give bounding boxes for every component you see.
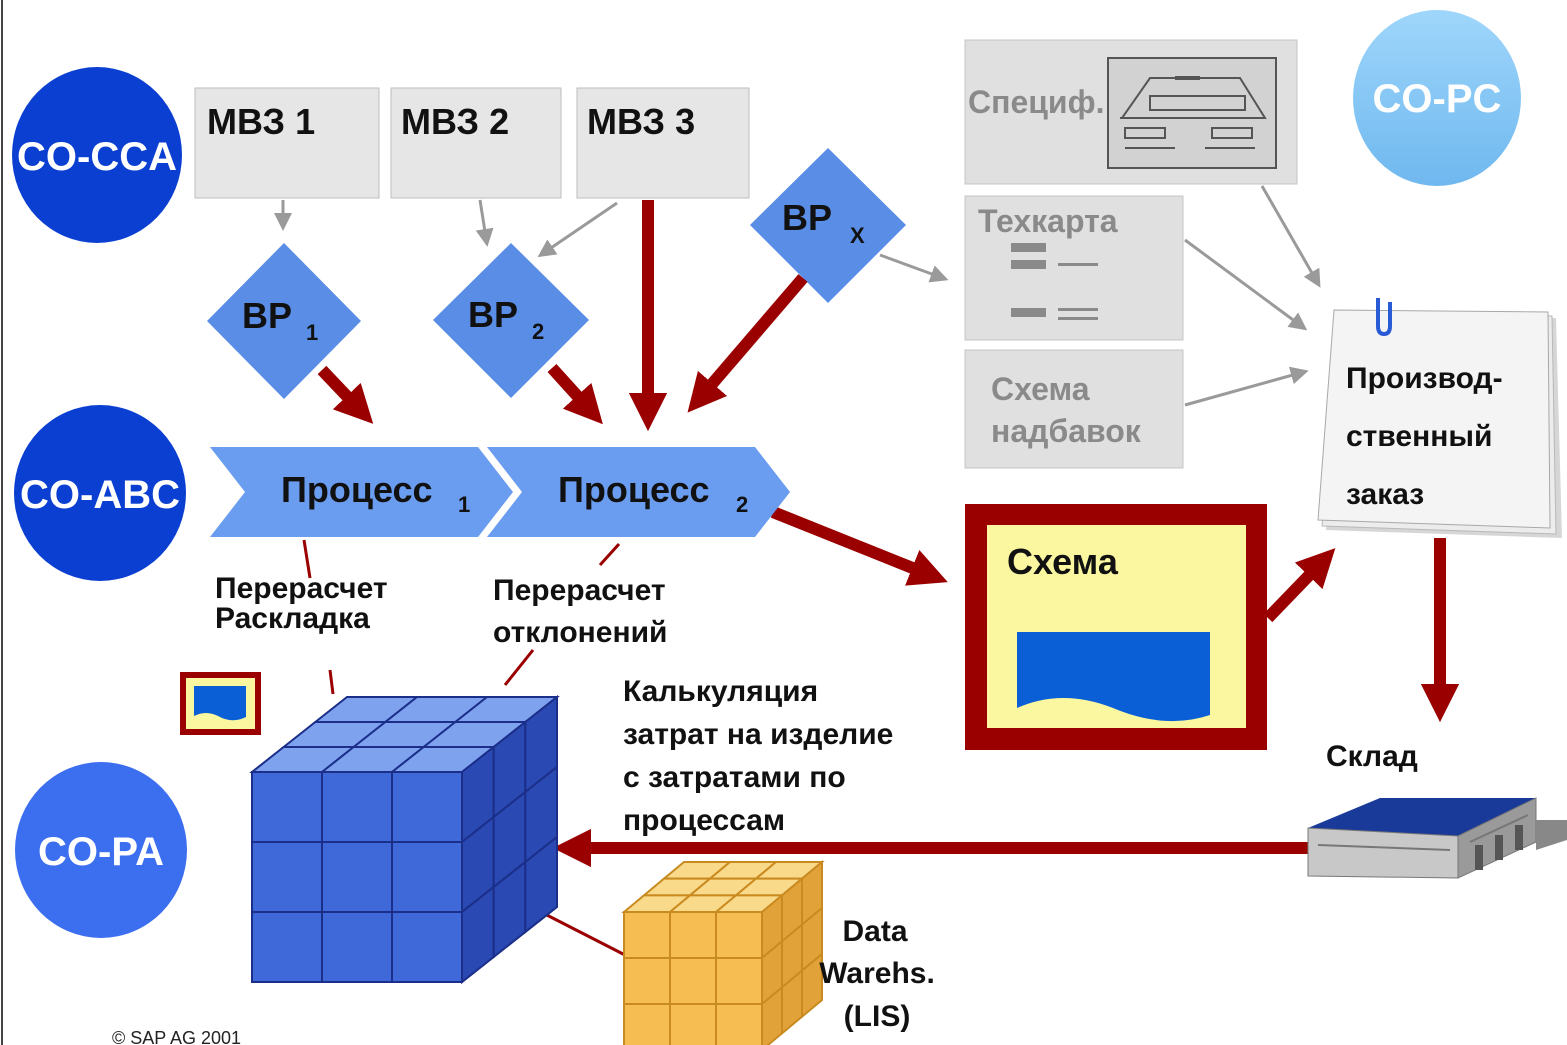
cube-side-cell [801, 951, 823, 1019]
warehouse-label: Склад [1326, 740, 1418, 773]
cube-front-cell [623, 957, 671, 1005]
svg-text:Warehs.: Warehs. [819, 957, 935, 990]
cube-front-cell [623, 911, 671, 959]
process-1: Процесс 1 [210, 447, 513, 537]
grey-arrows [274, 185, 1321, 407]
costing-label: Калькуляция затрат на изделие с затратам… [623, 675, 893, 837]
spec-drawing-icon [1107, 57, 1277, 169]
svg-text:CO-PC: CO-PC [1373, 77, 1502, 121]
svg-text:2: 2 [736, 492, 748, 517]
cube-front-cell [251, 911, 323, 983]
svg-text:Специф.: Специф. [968, 84, 1104, 120]
cube-front-cell [391, 911, 463, 983]
svg-text:2: 2 [532, 319, 544, 344]
svg-text:надбавок: надбавок [991, 413, 1142, 449]
svg-text:Процесс: Процесс [281, 469, 433, 510]
cube-front-cell [623, 1003, 671, 1045]
svg-text:1: 1 [306, 320, 318, 345]
svg-text:Схема: Схема [991, 371, 1090, 407]
red-arrows [317, 200, 1460, 868]
svg-text:1: 1 [458, 492, 470, 517]
activity-bp-1: BP 1 [207, 243, 361, 399]
svg-text:Раскладка: Раскладка [215, 602, 370, 635]
svg-text:Склад: Склад [1326, 740, 1418, 773]
cube-front-cell [669, 1003, 717, 1045]
scheme-document-icon [1017, 632, 1210, 722]
process-2: Процесс 2 [487, 447, 790, 537]
svg-text:Схема: Схема [1007, 541, 1119, 582]
cube-front-cell [715, 1003, 763, 1045]
cube-front-cell [715, 957, 763, 1005]
svg-text:затрат на изделие: затрат на изделие [623, 718, 893, 751]
scheme-box: Схема [965, 504, 1267, 750]
overhead-scheme-box: Схема надбавок [964, 349, 1184, 469]
recalc-right-label: Перерасчет отклонений [493, 574, 667, 649]
svg-text:Перерасчет: Перерасчет [493, 574, 666, 607]
cube-front-cell [391, 771, 463, 843]
paperclip-icon [1376, 298, 1392, 337]
routing-box: Техкарта [964, 195, 1184, 341]
small-scheme-icon [180, 672, 261, 735]
cube-front-cell [251, 841, 323, 913]
svg-text:(LIS): (LIS) [844, 1000, 911, 1033]
copyright: © SAP AG 2001 [112, 1028, 241, 1045]
module-co-cca: CO-CCA [12, 67, 182, 243]
cube-front-cell [391, 841, 463, 913]
routing-lines-icon [1011, 243, 1098, 320]
data-warehouse-label: Data Warehs. (LIS) [819, 915, 935, 1033]
svg-text:Техкарта: Техкарта [978, 203, 1118, 239]
svg-text:заказ: заказ [1346, 478, 1424, 511]
svg-text:отклонений: отклонений [493, 616, 667, 649]
svg-text:BP: BP [782, 197, 832, 238]
cost-center-1: МВЗ 1 [194, 87, 380, 199]
svg-text:с затратами по: с затратами по [623, 761, 846, 794]
olap-cube-yellow [621, 859, 825, 1045]
activity-bp-2: BP 2 [433, 243, 589, 398]
activity-bp-x: BP X [750, 148, 906, 303]
svg-text:Производ-: Производ- [1346, 362, 1503, 395]
module-co-pa: CO-PA [15, 762, 187, 938]
module-co-abc: CO-ABC [14, 405, 186, 581]
cube-front-cell [669, 911, 717, 959]
svg-text:процессам: процессам [623, 804, 785, 837]
cost-center-3: МВЗ 3 [576, 87, 750, 199]
cube-front-cell [669, 957, 717, 1005]
cube-front-cell [321, 841, 393, 913]
warehouse-building-icon [1307, 797, 1567, 879]
svg-text:X: X [850, 223, 865, 248]
svg-text:BP: BP [468, 294, 518, 335]
production-order-document: Производ- ственный заказ [1317, 298, 1562, 538]
svg-text:Процесс: Процесс [558, 469, 710, 510]
recalc-left-label: Перерасчет Раскладка [215, 572, 388, 635]
svg-text:CO-ABC: CO-ABC [20, 473, 180, 517]
svg-text:МВЗ 2: МВЗ 2 [401, 101, 509, 142]
module-co-pc: CO-PC [1353, 10, 1521, 186]
cost-center-2: МВЗ 2 [390, 87, 562, 199]
cube-side-cell [524, 834, 558, 935]
spec-box: Специф. [964, 39, 1298, 185]
svg-text:ственный: ственный [1346, 420, 1492, 453]
svg-text:Калькуляция: Калькуляция [623, 675, 818, 708]
cube-front-cell [321, 771, 393, 843]
cube-front-cell [321, 911, 393, 983]
svg-text:Data: Data [842, 915, 907, 948]
svg-text:CO-PA: CO-PA [38, 830, 164, 874]
svg-text:BP: BP [242, 295, 292, 336]
thin-red-lines [302, 539, 626, 957]
svg-text:Перерасчет: Перерасчет [215, 572, 388, 605]
svg-text:МВЗ 1: МВЗ 1 [207, 101, 315, 142]
svg-text:МВЗ 3: МВЗ 3 [587, 101, 695, 142]
svg-text:CO-CCA: CO-CCA [17, 135, 177, 179]
olap-cube-blue [249, 694, 560, 985]
cube-front-cell [715, 911, 763, 959]
cube-front-cell [251, 771, 323, 843]
